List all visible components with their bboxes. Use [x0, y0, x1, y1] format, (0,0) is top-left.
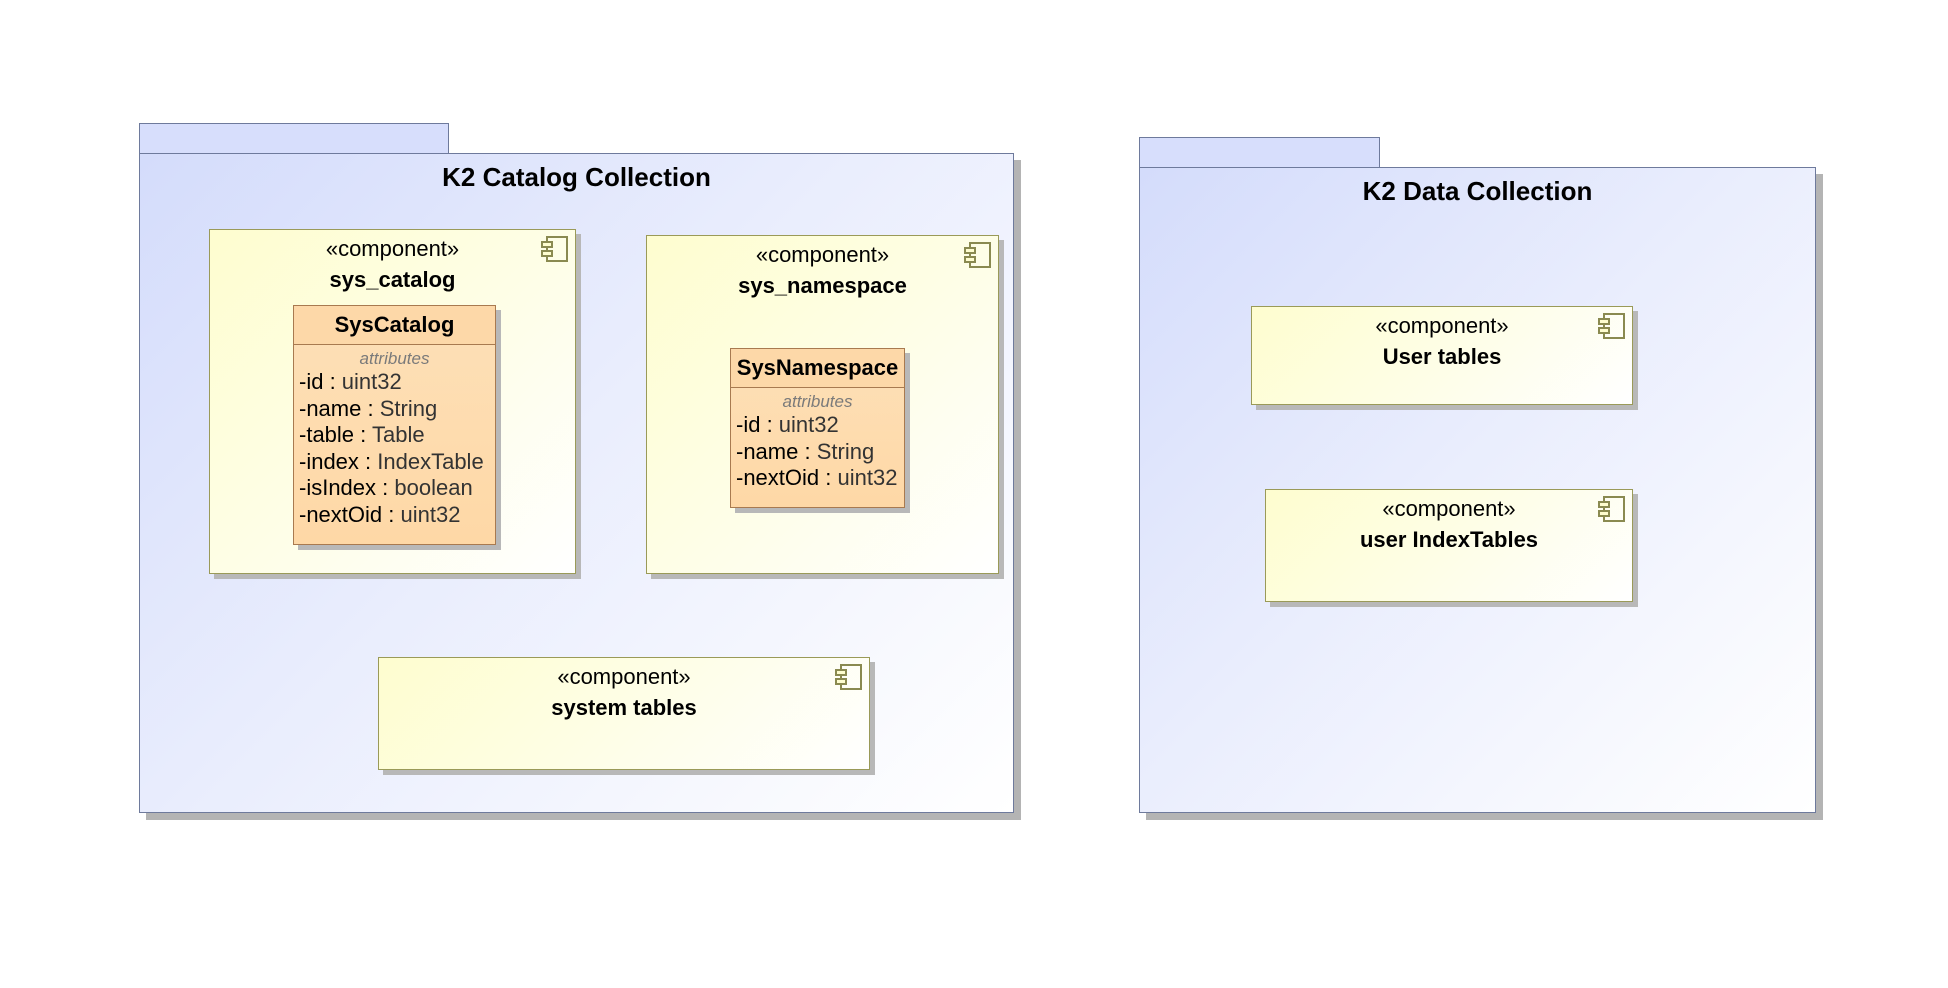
attributes-section-label: attributes	[359, 349, 430, 368]
attribute-row: -table : Table	[299, 422, 425, 447]
class-name: SysNamespace	[731, 349, 904, 388]
package-tab-catalog	[139, 123, 449, 154]
attribute-row: -nextOid : uint32	[299, 501, 461, 527]
attribute-row: -id : uint32	[736, 412, 839, 437]
component-icon	[1598, 496, 1625, 522]
component-name: system tables	[551, 695, 697, 720]
package-title: K2 Catalog Collection	[442, 162, 711, 192]
class-name: SysCatalog	[294, 306, 495, 345]
component-stereotype: «component»	[557, 664, 691, 689]
component-icon	[541, 236, 568, 262]
attribute-row: -name : String	[736, 438, 875, 464]
component-icon	[1598, 313, 1625, 339]
attribute-row: -isIndex : boolean	[299, 475, 473, 500]
component-icon	[835, 664, 862, 690]
package-title: K2 Data Collection	[1362, 176, 1593, 206]
component-name: sys_namespace	[738, 273, 907, 298]
class-sysnamespace[interactable]: SysNamespace attributes -id : uint32 -na…	[730, 348, 905, 508]
attribute-row: -nextOid : uint32	[736, 465, 898, 490]
component-name: User tables	[1382, 344, 1502, 369]
component-name: sys_catalog	[329, 267, 456, 292]
component-user-tables[interactable]: «component» User tables	[1251, 306, 1633, 405]
attribute-row: -id : uint32	[299, 369, 402, 394]
component-icon	[964, 242, 991, 268]
class-syscatalog[interactable]: SysCatalog attributes -id : uint32 -name…	[293, 305, 496, 545]
attribute-row: -name : String	[299, 395, 438, 421]
component-stereotype: «component»	[325, 236, 460, 261]
component-user-index-tables[interactable]: «component» user IndexTables	[1265, 489, 1633, 602]
component-system-tables[interactable]: «component» system tables	[378, 657, 870, 770]
component-name: user IndexTables	[1359, 527, 1539, 552]
package-tab-data	[1139, 137, 1380, 168]
component-stereotype: «component»	[1382, 496, 1516, 521]
component-stereotype: «component»	[1375, 313, 1509, 338]
attributes-section-label: attributes	[782, 392, 853, 411]
component-stereotype: «component»	[755, 242, 890, 267]
attribute-row: -index : IndexTable	[299, 448, 484, 474]
